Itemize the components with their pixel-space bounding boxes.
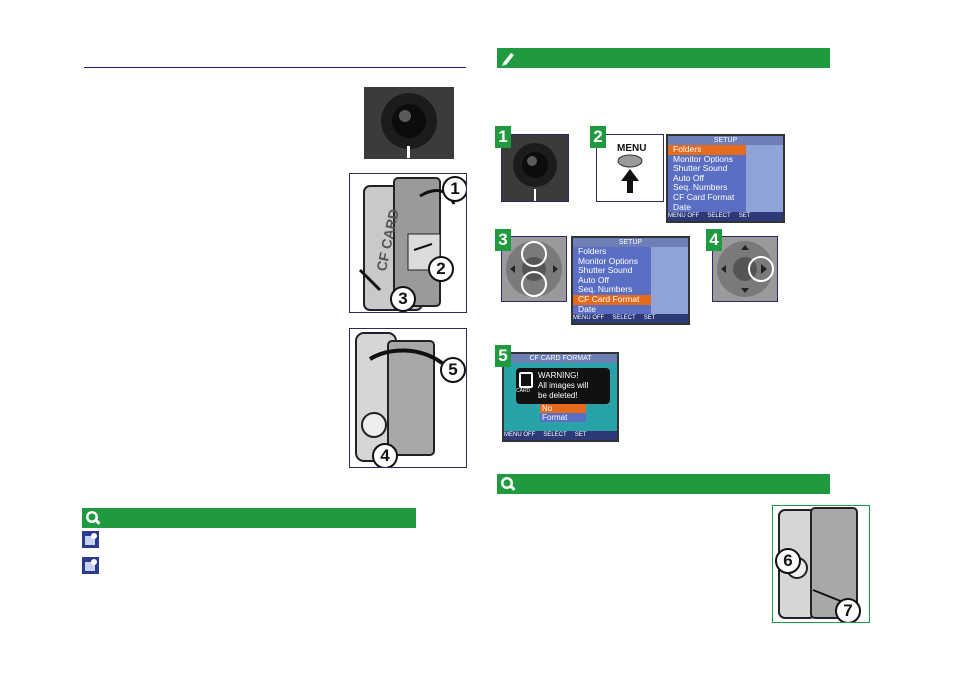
step-1-badge: 1 xyxy=(495,126,511,148)
callout-5: 5 xyxy=(440,357,466,383)
multi-selector-right-icon xyxy=(717,241,774,297)
note-bar-right-bottom xyxy=(497,474,830,494)
warning-line-1: WARNING! xyxy=(538,371,579,380)
menu-item-seq-numbers[interactable]: Seq. Numbers xyxy=(673,182,728,193)
setup-menu-screen-a: SETUP Folders Monitor Options Shutter So… xyxy=(666,134,785,223)
option-no[interactable]: No xyxy=(540,404,586,413)
magnifier-icon-2 xyxy=(501,477,516,491)
step-3-badge: 3 xyxy=(495,229,511,251)
option-format[interactable]: Format xyxy=(540,413,586,422)
menu-item-shutter-sound[interactable]: Shutter Sound xyxy=(673,163,728,174)
callout-2: 2 xyxy=(428,256,454,282)
reference-icon-1 xyxy=(82,531,99,548)
step-5-badge: 5 xyxy=(495,345,511,367)
setup-menu-list: Folders Monitor Options Shutter Sound Au… xyxy=(668,144,746,213)
setup-menu-list-b: Folders Monitor Options Shutter Sound Au… xyxy=(573,246,651,315)
callout-4: 4 xyxy=(372,443,398,467)
card-icon-label: CARD xyxy=(516,388,531,394)
mode-dial-icon xyxy=(365,88,453,158)
header-rule xyxy=(84,67,466,68)
warning-line-2: All images will xyxy=(538,381,589,390)
mode-dial-photo xyxy=(364,87,454,159)
magnifier-icon xyxy=(86,511,101,525)
format-warning-screen: CF CARD FORMAT CARD WARNING! All images … xyxy=(502,352,619,442)
setup-menu-screen-b: SETUP Folders Monitor Options Shutter So… xyxy=(571,236,690,325)
multi-selector-updown-icon xyxy=(506,241,562,297)
menu-item-monitor-options[interactable]: Monitor Options xyxy=(673,153,733,164)
cover-close-figure: 5 4 xyxy=(349,328,467,468)
step3-multi-selector xyxy=(501,236,567,302)
menu-item-cf-card-format-b[interactable]: CF Card Format xyxy=(573,294,651,305)
menu-item-seq-numbers-b[interactable]: Seq. Numbers xyxy=(578,284,633,295)
menu-item-folders[interactable]: Folders xyxy=(668,144,746,155)
menu-button-label: MENU xyxy=(617,143,647,154)
step-4-badge: 4 xyxy=(706,229,722,251)
menu-item-auto-off[interactable]: Auto Off xyxy=(673,172,705,183)
format-screen-title: CF CARD FORMAT xyxy=(504,354,617,363)
menu-item-monitor-options-b[interactable]: Monitor Options xyxy=(578,255,638,266)
note-bar-right-top xyxy=(497,48,830,68)
pencil-icon xyxy=(502,53,514,66)
setup-menu-title-b: SETUP xyxy=(573,238,688,247)
cf-card-insert-figure: CF CARD 1 2 3 xyxy=(349,173,467,313)
step-2-badge: 2 xyxy=(590,126,606,148)
callout-6: 6 xyxy=(775,548,801,574)
menu-item-date-b[interactable]: Date xyxy=(578,303,596,314)
warning-line-3: be deleted! xyxy=(538,391,578,400)
menu-item-folders-b[interactable]: Folders xyxy=(578,246,607,256)
setup-menu-title: SETUP xyxy=(668,136,783,145)
menu-item-cf-card-format[interactable]: CF Card Format xyxy=(673,191,735,202)
mode-dial-icon-small xyxy=(513,143,557,201)
step4-multi-selector xyxy=(712,236,778,302)
card-eject-figure: 6 7 xyxy=(772,505,870,623)
card-icon xyxy=(519,372,533,388)
menu-item-auto-off-b[interactable]: Auto Off xyxy=(578,274,610,285)
callout-7: 7 xyxy=(835,598,861,622)
reference-icon-2 xyxy=(82,557,99,574)
callout-1: 1 xyxy=(442,176,466,202)
menu-item-date[interactable]: Date xyxy=(673,201,691,212)
menu-item-shutter-sound-b[interactable]: Shutter Sound xyxy=(578,265,633,276)
step2-menu-button: MENU xyxy=(596,134,664,202)
step1-dial xyxy=(501,134,569,202)
callout-3: 3 xyxy=(390,286,416,312)
note-bar-left xyxy=(82,508,416,528)
